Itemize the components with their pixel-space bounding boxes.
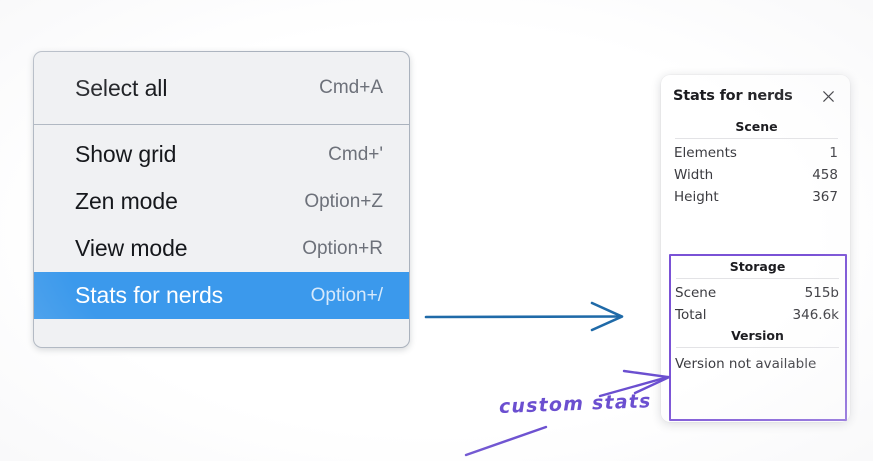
- context-menu: Select all Cmd+A Show grid Cmd+' Zen mod…: [33, 51, 410, 348]
- blue-pointer-arrow: [424, 301, 624, 332]
- menu-item-shortcut: Option+Z: [304, 190, 383, 212]
- section-heading: Version: [731, 328, 784, 344]
- stat-value: 367: [812, 189, 838, 206]
- stat-key: Scene: [675, 285, 717, 301]
- section-heading: Scene: [735, 119, 778, 134]
- table-row: Total 346.6k: [674, 304, 841, 326]
- stats-section-scene: Scene Elements 1 Width 458 Height 367: [673, 117, 840, 209]
- menu-item-label: Zen mode: [75, 188, 178, 214]
- section-divider: [676, 278, 839, 279]
- menu-item-view-mode[interactable]: View mode Option+R: [34, 225, 409, 272]
- handwritten-annotation: custom stats: [498, 390, 652, 418]
- menu-item-label: Show grid: [75, 141, 177, 167]
- panel-header: Stats for nerds: [673, 88, 840, 104]
- panel-title: Stats for nerds: [673, 88, 793, 104]
- table-row: Width 458: [673, 164, 840, 186]
- section-heading: Storage: [729, 259, 786, 274]
- stat-value: 346.6k: [792, 307, 839, 324]
- menu-item-show-grid[interactable]: Show grid Cmd+': [34, 131, 409, 178]
- stat-value: 515b: [804, 285, 839, 301]
- menu-item-shortcut: Option+R: [302, 237, 383, 259]
- stats-section-version: Version Version not available: [674, 326, 841, 376]
- menu-section-primary: Select all Cmd+A: [34, 52, 409, 124]
- close-icon[interactable]: [821, 89, 836, 104]
- menu-item-label: View mode: [75, 235, 188, 261]
- custom-stats-group: Storage Scene 515b Total 346.6k Version …: [669, 254, 847, 421]
- section-divider: [676, 347, 839, 349]
- table-row: Scene 515b: [674, 282, 841, 304]
- menu-footer-spacer: [34, 319, 409, 335]
- stat-key: Width: [674, 167, 714, 184]
- stats-for-nerds-panel: Stats for nerds Scene Elements 1 Width 4…: [661, 75, 850, 422]
- stat-value: 458: [812, 167, 838, 184]
- menu-item-label: Select all: [75, 74, 168, 101]
- menu-item-zen-mode[interactable]: Zen mode Option+Z: [34, 178, 409, 225]
- menu-item-select-all[interactable]: Select all Cmd+A: [34, 52, 409, 124]
- stat-key: Total: [675, 307, 707, 324]
- stats-section-storage: Storage Scene 515b Total 346.6k: [674, 257, 841, 326]
- stat-value: 1: [829, 145, 838, 161]
- menu-item-stats-for-nerds[interactable]: Stats for nerds Option+/: [34, 272, 409, 319]
- version-value: Version not available: [675, 356, 817, 373]
- stat-key: Elements: [674, 145, 737, 161]
- table-row: Elements 1: [673, 142, 840, 164]
- table-row: Height 367: [673, 186, 840, 208]
- menu-item-shortcut: Option+/: [310, 284, 383, 306]
- menu-item-label: Stats for nerds: [75, 282, 224, 308]
- menu-item-shortcut: Cmd+A: [319, 77, 383, 98]
- stat-key: Height: [674, 189, 719, 206]
- menu-item-shortcut: Cmd+': [328, 143, 383, 165]
- menu-section-secondary: Show grid Cmd+' Zen mode Option+Z View m…: [34, 125, 409, 335]
- purple-underline-stroke: [464, 425, 548, 457]
- section-divider: [675, 138, 838, 139]
